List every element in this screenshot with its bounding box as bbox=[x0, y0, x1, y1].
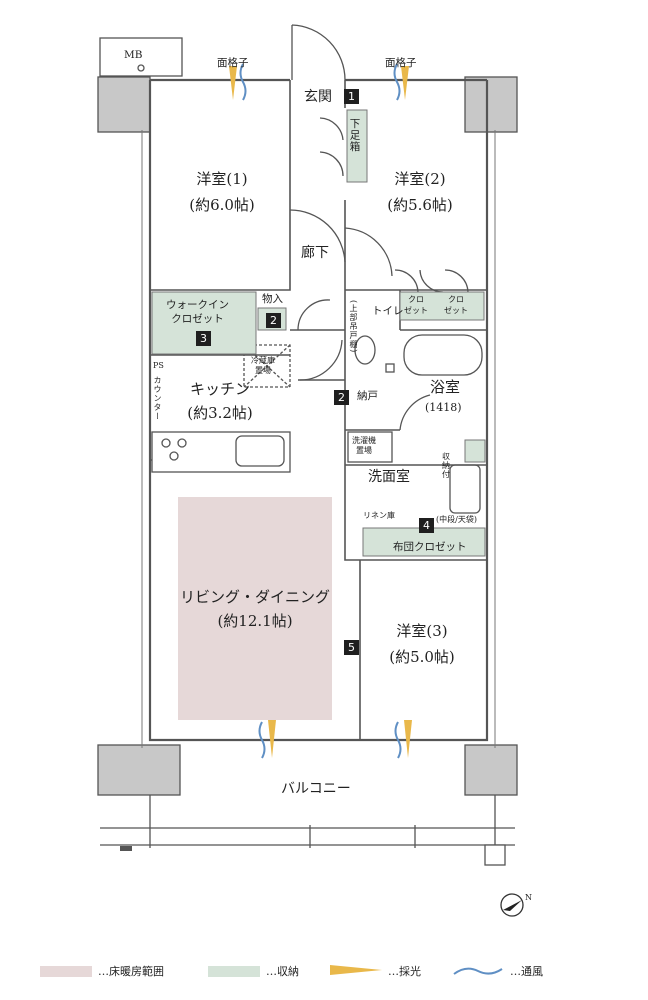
top-left-column bbox=[97, 76, 151, 133]
toilet-label: トイレ bbox=[372, 305, 404, 317]
mb-label: MB bbox=[124, 49, 143, 61]
room1-name: 洋室(1) bbox=[196, 170, 248, 188]
light-swatch bbox=[330, 965, 382, 975]
closet-b-label: クロ ゼット bbox=[444, 295, 468, 315]
storage-label: 物入 bbox=[262, 293, 283, 305]
lattice-right-label: 面格子 bbox=[385, 57, 417, 69]
bottom-right-column bbox=[464, 744, 518, 796]
walkin-closet-label: ウォークイン クロゼット bbox=[166, 299, 229, 325]
storage-shelf-label: 収 納 付 bbox=[442, 452, 450, 479]
bath-name: 浴室 bbox=[429, 378, 460, 396]
entrance-label: 玄関 bbox=[304, 89, 332, 105]
legend-label: …採光 bbox=[388, 965, 421, 978]
room3-name: 洋室(3) bbox=[396, 622, 448, 640]
shoe-box-label: 下足箱 bbox=[348, 118, 361, 153]
legend-label: …床暖房範囲 bbox=[98, 965, 164, 978]
marker-5: 5 bbox=[344, 640, 359, 655]
bottom-left-column bbox=[97, 744, 181, 796]
legend-item-wind: …通風 bbox=[452, 963, 543, 979]
marker-3: 3 bbox=[196, 331, 211, 346]
futon-note: (中段/天袋) bbox=[436, 515, 477, 524]
lattice-left-label: 面格子 bbox=[217, 57, 249, 69]
bath-size: (1418) bbox=[425, 401, 462, 414]
bathtub bbox=[403, 334, 483, 376]
entrance-door bbox=[291, 24, 346, 81]
upper-cabinet-label: (上部吊戸棚) bbox=[349, 300, 358, 354]
linen-label: リネン庫 bbox=[363, 511, 395, 520]
sink bbox=[235, 435, 285, 467]
legend-label: …通風 bbox=[510, 965, 543, 978]
marker-4: 4 bbox=[419, 518, 434, 533]
legend-item-light: …採光 bbox=[330, 963, 421, 979]
washer-label: 洗濯機 置場 bbox=[352, 436, 376, 455]
wash-basin bbox=[449, 464, 481, 514]
exterior-wall bbox=[148, 78, 489, 742]
room2-size: (約5.6帖) bbox=[387, 196, 453, 214]
living-name: リビング・ダイニング bbox=[179, 588, 330, 606]
wind-markers bbox=[239, 63, 402, 759]
top-right-column bbox=[464, 76, 518, 133]
hallway-label: 廊下 bbox=[301, 245, 329, 261]
light-markers bbox=[229, 66, 412, 758]
room2-name: 洋室(2) bbox=[394, 170, 446, 188]
legend: …床暖房範囲 …収納 …採光 …通風 bbox=[40, 963, 640, 979]
washer-space bbox=[347, 431, 393, 463]
closet-a-label: クロ ゼット bbox=[404, 295, 428, 315]
compass-icon bbox=[500, 893, 524, 917]
storage-swatch bbox=[208, 965, 260, 977]
balcony-label: バルコニー bbox=[281, 781, 351, 797]
marker-2-storage: 2 bbox=[266, 313, 281, 328]
floor-heating-area bbox=[178, 497, 332, 720]
futon-closet-label: 布団クロゼット bbox=[393, 541, 467, 553]
legend-item-storage: …収納 bbox=[208, 963, 299, 979]
legend-label: …収納 bbox=[266, 965, 299, 978]
washroom-label: 洗面室 bbox=[368, 469, 410, 485]
toilet-bowl bbox=[354, 335, 376, 365]
ps-label: PS bbox=[153, 361, 164, 370]
mb-box bbox=[99, 37, 183, 77]
marker-1: 1 bbox=[344, 89, 359, 104]
floor-heating-swatch bbox=[40, 965, 92, 977]
compass-label: N bbox=[525, 893, 532, 902]
room3-size: (約5.0帖) bbox=[389, 648, 455, 666]
fridge-label: 冷蔵庫 置場 bbox=[251, 356, 275, 375]
kitchen-size: (約3.2帖) bbox=[187, 404, 253, 422]
room1-size: (約6.0帖) bbox=[189, 196, 255, 214]
kitchen-name: キッチン bbox=[189, 380, 250, 398]
fridge-space bbox=[243, 344, 291, 388]
marker-2-pantry: 2 bbox=[334, 390, 349, 405]
wind-swatch bbox=[453, 967, 503, 975]
pantry-label: 納戸 bbox=[357, 390, 378, 402]
balcony-railing bbox=[100, 795, 515, 848]
storage-areas bbox=[151, 109, 486, 557]
legend-item-floor-heating: …床暖房範囲 bbox=[40, 963, 164, 979]
living-size: (約12.1帖) bbox=[217, 612, 293, 630]
counter-label: カウンター bbox=[153, 376, 162, 421]
